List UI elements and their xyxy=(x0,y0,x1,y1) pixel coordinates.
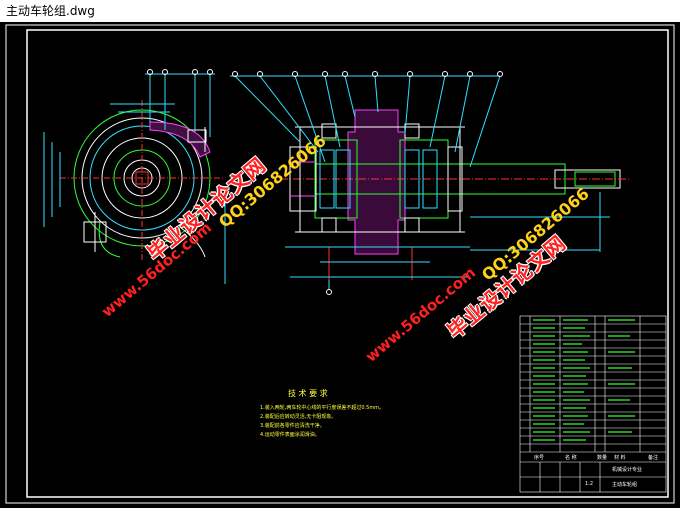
tb-header-name: 名 称 xyxy=(565,455,577,461)
tech-requirement-line: 4.运动零件表面涂润滑油。 xyxy=(260,432,320,438)
tech-requirement-line: 1.装入两轮,两车轮中心线的平行度误差不超过0.5mm。 xyxy=(260,405,385,411)
outer-border xyxy=(5,24,675,504)
drawing-viewport[interactable]: 技 术 要 求 1.装入两轮,两车轮中心线的平行度误差不超过0.5mm。 2.装… xyxy=(0,22,680,508)
bom-table xyxy=(519,315,667,493)
window-title: 主动车轮组.dwg xyxy=(0,0,680,22)
cad-drawing xyxy=(5,24,675,504)
tech-requirement-line: 2.装配后应转动灵活,无卡阻现象。 xyxy=(260,414,337,420)
bom-table-entries xyxy=(533,319,635,441)
tb-scale: 1:2 xyxy=(585,481,594,487)
tb-header-qty: 数量 xyxy=(597,455,608,461)
tb-header-material: 材 料 xyxy=(614,455,626,461)
tb-drawing-name: 主动车轮组 xyxy=(612,482,638,488)
tb-header-index: 序号 xyxy=(534,455,545,461)
inner-border xyxy=(26,29,669,498)
tb-school: 机械设计专业 xyxy=(612,467,643,473)
tech-requirement-line: 3.装配前各零件应清洗干净。 xyxy=(260,423,325,429)
tb-header-remark: 备注 xyxy=(648,455,659,461)
wheel-side-view xyxy=(43,69,226,284)
section-view xyxy=(230,71,630,295)
tech-requirements-title: 技 术 要 求 xyxy=(288,389,328,398)
